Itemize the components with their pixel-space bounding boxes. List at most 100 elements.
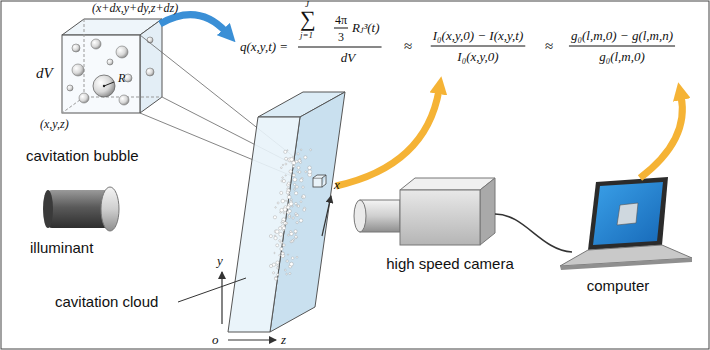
cloud-speck bbox=[300, 179, 303, 182]
cloud-speck bbox=[272, 272, 274, 274]
cloud-speck bbox=[298, 171, 301, 174]
cloud-speck bbox=[292, 217, 294, 219]
cloud-speck bbox=[287, 254, 288, 255]
sum-symbol: ∑ bbox=[300, 8, 316, 30]
formula-term: 4π bbox=[335, 14, 347, 26]
cloud-speck bbox=[290, 231, 292, 233]
formula-term: Rⱼ³(t) bbox=[352, 21, 380, 34]
cloud-speck bbox=[283, 212, 285, 214]
cloud-speck bbox=[286, 191, 289, 194]
cloud-speck bbox=[297, 171, 298, 172]
cloud-speck bbox=[290, 262, 294, 266]
cloud-speck bbox=[293, 156, 294, 157]
cloud-speck bbox=[295, 213, 297, 215]
cloud-speck bbox=[286, 206, 289, 209]
formula-term: I₀(x,y,0) − I(x,y,t) bbox=[433, 29, 524, 42]
cloud-speck bbox=[277, 273, 279, 275]
volume-element-cube bbox=[62, 19, 162, 113]
cloud-speck bbox=[280, 167, 282, 169]
cloud-speck bbox=[297, 153, 299, 155]
cloud-speck bbox=[297, 205, 300, 208]
formula-term: g₀(l,m,0) − g(l,m,n) bbox=[571, 29, 673, 42]
leader-line bbox=[178, 278, 246, 302]
cloud-speck bbox=[302, 195, 306, 199]
cloud-speck bbox=[281, 252, 284, 255]
cloud-speck bbox=[294, 230, 297, 233]
bubble bbox=[91, 39, 101, 49]
cloud-speck bbox=[304, 156, 307, 159]
cloud-speck bbox=[288, 234, 290, 236]
camera-cable bbox=[495, 214, 572, 252]
cloud-speck bbox=[294, 183, 296, 185]
cloud-speck bbox=[289, 202, 293, 206]
cloud-speck bbox=[293, 165, 295, 167]
blue-arrow bbox=[160, 15, 226, 32]
cloud-speck bbox=[288, 216, 291, 219]
cloud-speck bbox=[274, 252, 275, 253]
cloud-speck bbox=[285, 175, 286, 176]
cloud-speck bbox=[273, 216, 276, 219]
cloud-speck bbox=[295, 202, 297, 204]
axis-label: y bbox=[217, 254, 223, 267]
corner-coordinate: (x+dx,y+dy,z+dz) bbox=[92, 2, 178, 14]
cloud-speck bbox=[277, 202, 279, 204]
cavitation-cloud bbox=[269, 149, 311, 280]
cloud-speck bbox=[279, 240, 281, 242]
axis-label: z bbox=[281, 333, 286, 346]
radius-label: R bbox=[118, 72, 125, 84]
bubble bbox=[119, 95, 129, 105]
cloud-speck bbox=[296, 222, 298, 224]
cloud-speck bbox=[276, 261, 279, 264]
cloud-speck bbox=[296, 256, 298, 258]
bubble bbox=[116, 46, 128, 58]
cloud-speck bbox=[298, 159, 301, 162]
cloud-speck bbox=[283, 208, 287, 212]
cloud-speck bbox=[289, 170, 292, 173]
channel-slab bbox=[228, 92, 345, 332]
cloud-speck bbox=[296, 205, 297, 206]
cloud-speck bbox=[293, 178, 297, 182]
cloud-speck bbox=[282, 227, 285, 230]
cloud-speck bbox=[275, 207, 276, 208]
cloud-speck bbox=[272, 263, 275, 266]
part-name: cavitation cloud bbox=[55, 294, 158, 309]
cloud-speck bbox=[302, 186, 304, 188]
cloud-speck bbox=[281, 222, 282, 223]
cloud-speck bbox=[289, 272, 291, 274]
cloud-speck bbox=[284, 150, 287, 153]
cloud-speck bbox=[281, 252, 284, 255]
part-name: high speed camera bbox=[386, 256, 514, 271]
formula-term: dV bbox=[341, 51, 355, 64]
part-name: computer bbox=[587, 278, 650, 293]
cloud-speck bbox=[296, 186, 299, 189]
cloud-speck bbox=[289, 215, 291, 217]
cloud-speck bbox=[279, 254, 281, 256]
cloud-speck bbox=[294, 188, 295, 189]
cloud-speck bbox=[286, 273, 288, 275]
corner-coordinate: (x,y,z) bbox=[40, 118, 69, 130]
cloud-speck bbox=[281, 180, 283, 182]
formula-term: 3 bbox=[338, 31, 344, 43]
cloud-speck bbox=[300, 149, 302, 151]
cloud-speck bbox=[303, 209, 306, 212]
cloud-speck bbox=[294, 192, 297, 195]
formula-term: q(x,y,t) = bbox=[240, 40, 288, 53]
cloud-speck bbox=[274, 236, 277, 239]
cloud-speck bbox=[275, 230, 279, 234]
cloud-speck bbox=[269, 235, 272, 238]
cloud-speck bbox=[293, 239, 295, 241]
part-name: illuminant bbox=[30, 240, 93, 255]
cloud-speck bbox=[299, 219, 303, 223]
cloud-speck bbox=[281, 199, 285, 203]
approx-sign: ≈ bbox=[404, 39, 412, 54]
bubble bbox=[107, 59, 113, 65]
cloud-speck bbox=[292, 174, 295, 177]
cloud-speck bbox=[299, 172, 300, 173]
volume-label: dV bbox=[36, 66, 53, 81]
high-speed-camera bbox=[354, 178, 495, 245]
cloud-speck bbox=[310, 149, 312, 151]
cloud-speck bbox=[274, 277, 277, 280]
cloud-speck bbox=[300, 201, 302, 203]
cloud-speck bbox=[290, 241, 292, 243]
cloud-speck bbox=[287, 182, 290, 185]
